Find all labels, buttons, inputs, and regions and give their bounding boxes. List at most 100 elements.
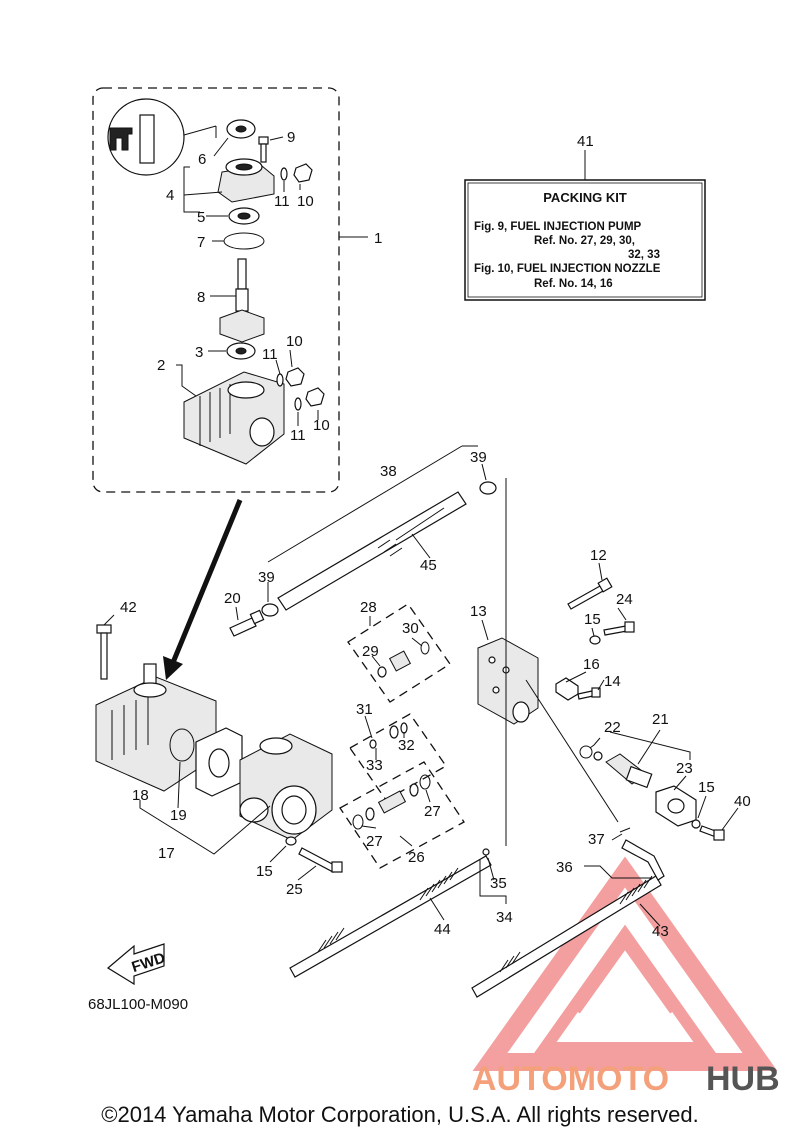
- o-ring-19: [169, 728, 195, 762]
- copyright-notice: ©2014 Yamaha Motor Corporation, U.S.A. A…: [101, 1102, 699, 1127]
- pump-assembly-17: [239, 733, 333, 841]
- callout-15a: 15: [584, 611, 601, 628]
- callout-33: 33: [366, 757, 383, 774]
- callout-32: 32: [398, 737, 415, 754]
- assembly-leaders: [176, 136, 319, 426]
- assembly-dashed-box: [92, 87, 340, 493]
- callout-3: 3: [195, 344, 203, 361]
- assembly-arrow: [163, 499, 243, 680]
- callout-20: 20: [224, 590, 241, 607]
- callout-34: 34: [496, 909, 513, 926]
- watermark-part2: HUB: [706, 1060, 780, 1098]
- callout-5: 5: [197, 209, 205, 226]
- callout-11a: 11: [274, 193, 290, 210]
- callout-23: 23: [676, 760, 693, 777]
- group-26: [339, 761, 465, 869]
- engine-block: [95, 663, 217, 792]
- clip-37: [619, 827, 631, 833]
- callout-40: 40: [734, 793, 751, 810]
- callout-8: 8: [197, 289, 205, 306]
- washer-11-low: [294, 397, 302, 411]
- callout-31: 31: [356, 701, 373, 718]
- clip-39-low: [261, 603, 279, 617]
- nut-10-low: [305, 387, 325, 407]
- callout-15b: 15: [698, 779, 715, 796]
- bolt-25: [298, 847, 343, 873]
- rod-38: [277, 491, 467, 611]
- packing-kit-line1: Fig. 9, FUEL INJECTION PUMP: [474, 221, 642, 233]
- callout-10c: 10: [313, 417, 330, 434]
- diagram-code: 68JL100-M090: [88, 996, 188, 1013]
- clip-35: [482, 848, 490, 856]
- rod-43: [471, 839, 665, 998]
- nut-10-mid: [285, 367, 305, 387]
- washer-15-top: [589, 635, 601, 645]
- callout-1: 1: [374, 230, 382, 247]
- washer-11-top: [280, 167, 288, 181]
- washer-15-low: [285, 836, 297, 846]
- washer-11-mid: [276, 373, 284, 387]
- callout-9: 9: [287, 129, 295, 146]
- callout-13: 13: [470, 603, 487, 620]
- callout-11c: 11: [290, 427, 306, 444]
- callout-16: 16: [583, 656, 600, 673]
- watermark-part1: AUTOMOTO: [472, 1060, 669, 1098]
- nut-10-top: [293, 163, 313, 183]
- clip-39-top: [479, 481, 497, 495]
- gasket-23: [655, 785, 697, 827]
- bolt-40: [699, 825, 725, 841]
- callout-7: 7: [197, 234, 205, 251]
- fwd-arrow: FWD: [106, 943, 168, 986]
- bearing-5: [228, 207, 260, 225]
- callout-4: 4: [166, 187, 174, 204]
- callout-12: 12: [590, 547, 607, 564]
- pin-20: [229, 609, 265, 637]
- callout-10b: 10: [286, 333, 303, 350]
- callout-36: 36: [556, 859, 573, 876]
- callout-14: 14: [604, 673, 621, 690]
- group-28: [347, 603, 451, 703]
- callout-2: 2: [157, 357, 165, 374]
- callout-41: 41: [577, 133, 594, 150]
- group-31: [349, 713, 447, 801]
- callout-labels: 41 1 9 6 4 11 10 5 7 8 3 2 10 11 10 11 3…: [120, 129, 751, 940]
- rod-44: [289, 855, 492, 978]
- bolt-12: [567, 577, 613, 610]
- packing-kit-title: PACKING KIT: [543, 190, 627, 205]
- bolt-9: [258, 136, 269, 163]
- callout-24: 24: [616, 591, 633, 608]
- callout-26: 26: [408, 849, 425, 866]
- packing-kit-line5: Ref. No. 14, 16: [534, 278, 613, 290]
- packing-kit-text: PACKING KIT Fig. 9, FUEL INJECTION PUMP …: [474, 190, 661, 290]
- sensor-21: [579, 745, 653, 789]
- callout-27a: 27: [424, 803, 441, 820]
- callout-43: 43: [652, 923, 669, 940]
- callout-28: 28: [360, 599, 377, 616]
- callout-39b: 39: [258, 569, 275, 586]
- watermark-logo: [472, 856, 778, 1071]
- bearing-3: [226, 342, 256, 360]
- packing-kit-line3: 32, 33: [628, 249, 660, 261]
- washer-15-right: [691, 819, 701, 829]
- callout-38: 38: [380, 463, 397, 480]
- callout-15c: 15: [256, 863, 273, 880]
- callout-27b: 27: [366, 833, 383, 850]
- oil-seal-6: [226, 119, 256, 139]
- callout-35: 35: [490, 875, 507, 892]
- o-ring-7: [223, 232, 265, 250]
- packing-kit-line2: Ref. No. 27, 29, 30,: [534, 235, 635, 247]
- callout-44: 44: [434, 921, 451, 938]
- callout-10a: 10: [297, 193, 314, 210]
- callout-11b: 11: [262, 346, 278, 363]
- pump-body-2: [183, 371, 285, 465]
- callout-39a: 39: [470, 449, 487, 466]
- callout-25: 25: [286, 881, 303, 898]
- callout-17: 17: [158, 845, 175, 862]
- packing-kit-line4: Fig. 10, FUEL INJECTION NOZZLE: [474, 263, 661, 275]
- bolt-24: [603, 621, 635, 636]
- gasket-18: [195, 727, 243, 797]
- bolt-14: [577, 687, 601, 700]
- shaft-8: [219, 258, 265, 343]
- bracket-13: [477, 637, 539, 725]
